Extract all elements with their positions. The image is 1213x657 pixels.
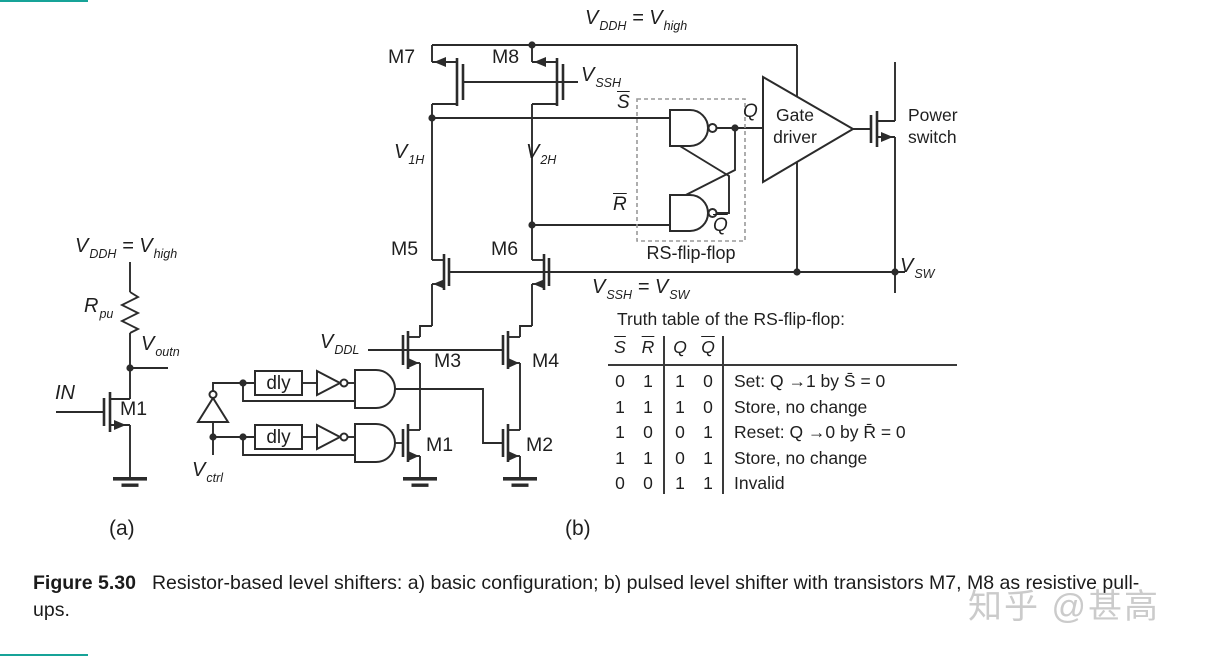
inverter-up-bubble [208, 390, 218, 399]
voutn-label: Voutn [141, 333, 180, 359]
ground-symbols [113, 477, 537, 487]
flipflop-wires [669, 127, 763, 214]
truth-table-divider-1 [663, 336, 665, 494]
junction-dots [126, 41, 899, 441]
inverter-2-bubble [339, 432, 349, 442]
m8-label: M8 [492, 46, 520, 68]
rs-flipflop-label: RS-flip-flop [646, 243, 736, 263]
m1a-label: M1 [120, 398, 148, 420]
figure-number: Figure 5.30 [33, 572, 136, 594]
header-sbar: S [614, 337, 626, 357]
header-rbar: R [641, 337, 655, 357]
pulse-generator-wires [212, 382, 355, 456]
vsw-label: VSW [900, 255, 935, 281]
caption-text: Resistor-based level shifters: a) basic … [33, 572, 1140, 621]
watermark: 知乎 @甚高 [968, 588, 1160, 626]
transistor-m4 [501, 331, 521, 430]
rpu-label: Rpu [84, 295, 114, 321]
nand-gate-2 [669, 194, 709, 232]
and-gate-2 [354, 423, 396, 463]
panel-a-label: (a) [109, 517, 135, 540]
flipflop-dashed-box [636, 98, 746, 242]
m2b-label: M2 [526, 434, 554, 456]
v1h-label: V1H [394, 141, 425, 167]
rbar-pin-label: R [613, 194, 627, 215]
gate-driver-triangle [762, 75, 855, 184]
vssh-label: VSSH [581, 64, 622, 90]
nand-gate-1 [669, 109, 709, 147]
inverter-2 [316, 423, 343, 451]
m3-label: M3 [434, 350, 462, 372]
header-qbar: Q [701, 337, 715, 357]
nand-1-bubble [707, 123, 718, 133]
page-edge-rule-bottom [0, 654, 88, 656]
transistor-m5 [419, 247, 451, 337]
panel-b-label: (b) [565, 517, 591, 540]
header-q: Q [673, 337, 687, 357]
inverter-1-bubble [339, 378, 349, 388]
transistor-m7 [431, 45, 465, 118]
m5-label: M5 [391, 238, 419, 260]
vddh-label-b: VDDH = Vhigh [585, 7, 688, 33]
mosfet-arrows [114, 57, 893, 461]
sbar-pin-label: S [617, 92, 630, 113]
transistor-m1a [56, 392, 131, 477]
dly1-label: dly [266, 373, 291, 394]
truth-table-divider-2 [722, 336, 724, 494]
q-pin-label: Q [743, 101, 758, 122]
m6-label: M6 [491, 238, 519, 260]
page-edge-rule-top [0, 0, 88, 2]
vctrl-label: Vctrl [192, 459, 224, 485]
vddh-label-a: VDDH = Vhigh [75, 235, 178, 261]
power-switch-transistor [853, 62, 896, 293]
vssh-vsw-label: VSSH = VSW [592, 276, 690, 302]
nand-2-bubble [707, 208, 718, 218]
m4-label: M4 [532, 350, 560, 372]
truth-table-rule [608, 364, 957, 366]
delay-box-1 [254, 370, 303, 396]
transistor-m6 [519, 247, 551, 337]
transistor-m3 [401, 331, 421, 430]
inverter-1 [316, 369, 343, 397]
delay-box-2 [254, 424, 303, 450]
vddl-label: VDDL [320, 331, 360, 357]
and-gate-1 [354, 369, 396, 409]
m7-label: M7 [388, 46, 416, 68]
dly2-label: dly [266, 427, 291, 448]
v2h-label: V2H [526, 141, 557, 167]
truth-table-title: Truth table of the RS-flip-flop: [617, 309, 845, 329]
inverter-up [196, 396, 230, 423]
resistor-rpu [119, 262, 141, 399]
transistor-m2b [395, 388, 521, 477]
in-label: IN [55, 382, 75, 404]
transistor-m1b [395, 424, 421, 477]
m1b-label: M1 [426, 434, 454, 456]
qbar-pin-label: Q [713, 215, 728, 236]
